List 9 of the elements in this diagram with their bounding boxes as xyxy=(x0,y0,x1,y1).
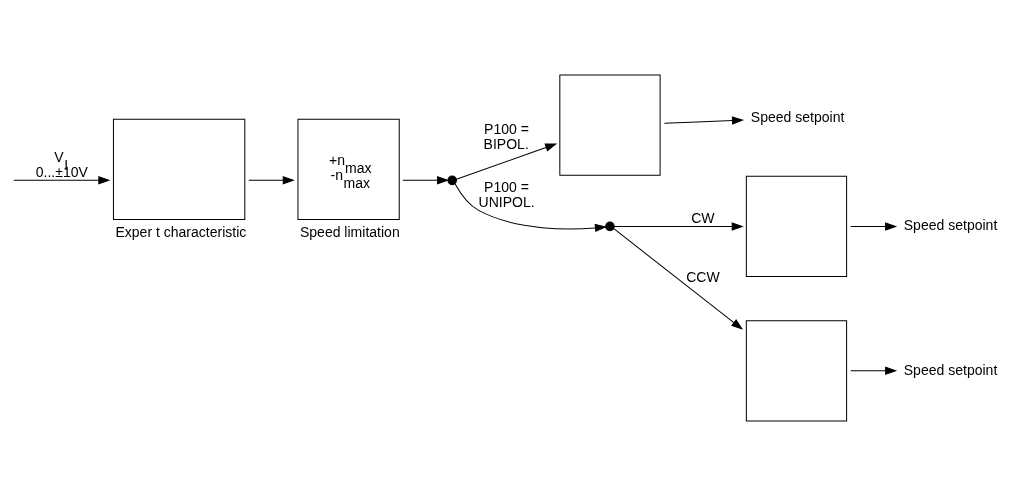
node-text: Speed setpoint xyxy=(903,216,998,233)
edge-label: P100 = BIPOL. xyxy=(483,120,529,152)
node-text: Speed setpoint xyxy=(903,361,998,378)
node-text: Speed setpoint xyxy=(750,108,845,125)
edge-label: CW xyxy=(691,209,715,226)
edge-label: P100 = UNIPOL. xyxy=(478,178,535,210)
node-label: Speed limitation xyxy=(299,223,400,240)
edge-label: CCW xyxy=(686,268,720,285)
node-label: Exper t characteristic xyxy=(115,223,247,240)
